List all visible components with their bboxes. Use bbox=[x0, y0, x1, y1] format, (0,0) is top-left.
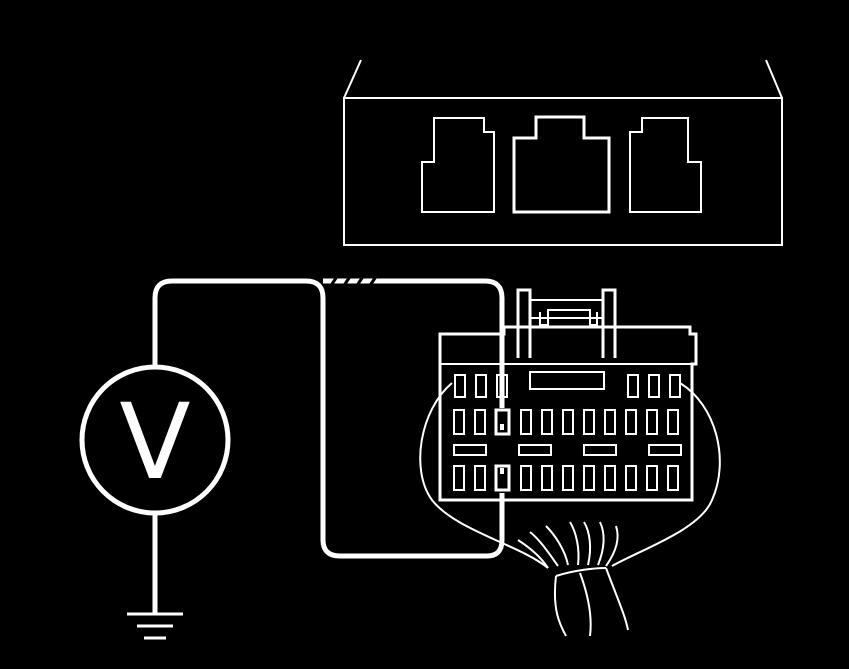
module-body bbox=[343, 97, 783, 246]
lock-latch bbox=[530, 299, 603, 326]
module-right-edge bbox=[765, 59, 783, 99]
module-socket-center bbox=[512, 115, 611, 214]
test-lead-negative bbox=[323, 278, 505, 408]
test-lead-positive bbox=[152, 278, 505, 559]
terminal-row-2 bbox=[453, 408, 679, 436]
connector-body bbox=[438, 325, 698, 502]
lock-tab-left bbox=[516, 288, 532, 358]
module-left-edge bbox=[343, 59, 362, 99]
control-module bbox=[343, 59, 783, 246]
terminal-row-3 bbox=[453, 464, 679, 492]
module-socket-right bbox=[629, 117, 702, 213]
center-slot bbox=[529, 371, 605, 390]
voltmeter-label: V bbox=[119, 381, 190, 503]
lock-tab-right bbox=[601, 288, 617, 358]
connector-outline-right bbox=[611, 382, 721, 567]
lead-break-marks bbox=[328, 274, 379, 288]
wire-harness bbox=[517, 521, 629, 637]
module-socket-left bbox=[421, 117, 495, 213]
terminal-row-1 bbox=[454, 371, 681, 398]
connector-outline-left bbox=[419, 382, 549, 569]
ground bbox=[127, 513, 183, 640]
harness-connector bbox=[419, 288, 721, 637]
terminal-mid-slots bbox=[453, 444, 682, 456]
